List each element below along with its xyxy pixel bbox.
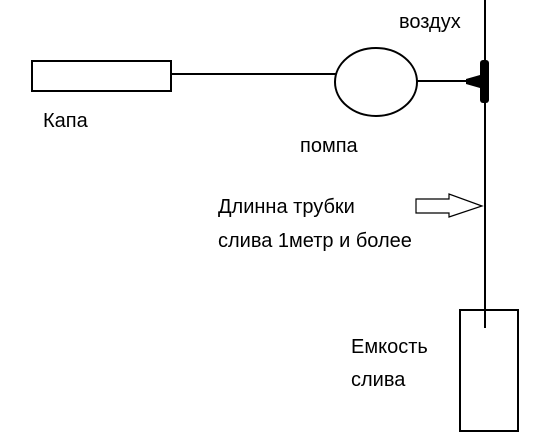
drain-container-box [459,309,519,432]
air-label: воздух [399,11,461,33]
container-label-line1: Емкость [351,336,428,358]
pump-ellipse [334,47,418,117]
pointer-arrow [415,193,484,218]
tube-length-label-line2: слива 1метр и более [218,230,412,252]
container-label-line2: слива [351,369,406,391]
tube-length-label-line1: Длинна трубки [218,196,355,218]
mouthguard-box [31,60,172,92]
mouthguard-label: Капа [43,110,88,132]
tee-connector [466,75,480,88]
pump-label: помпа [300,135,358,157]
